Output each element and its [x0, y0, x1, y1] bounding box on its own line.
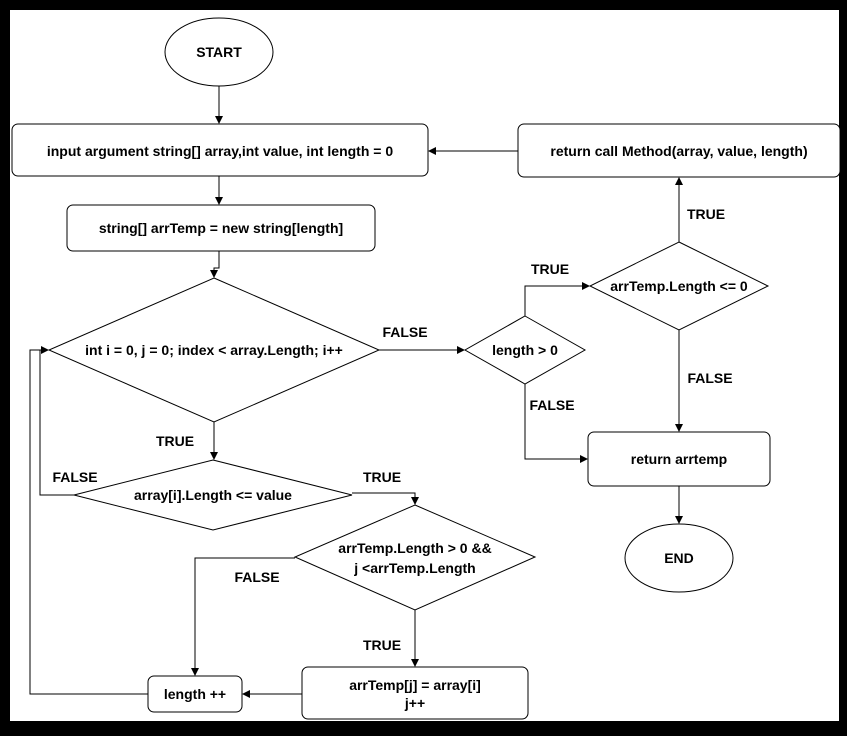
- edge-arrtemp-loop: [213, 251, 220, 271]
- edge-label-loop-false: FALSE: [382, 324, 427, 340]
- arrowhead: [428, 147, 436, 155]
- start-label: START: [196, 44, 242, 60]
- arrowhead: [210, 452, 218, 460]
- length-gt-zero-label: length > 0: [492, 342, 558, 358]
- arr-temp-label: string[] arrTemp = new string[length]: [99, 220, 343, 236]
- arrowhead: [675, 516, 683, 524]
- arrtemp-le-zero-label: arrTemp.Length <= 0: [610, 278, 748, 294]
- edge-label-length-false: FALSE: [529, 397, 574, 413]
- arrowhead: [215, 116, 223, 124]
- value-decision: [73, 459, 353, 531]
- edge-lengthgt0-arrtemple0: [524, 285, 583, 316]
- arrowhead: [675, 424, 683, 432]
- assign-label-line2: j++: [404, 695, 425, 711]
- edge-label-value-true: TRUE: [363, 469, 401, 485]
- arrowhead: [41, 346, 49, 354]
- return-arrtemp-label: return arrtemp: [631, 451, 727, 467]
- end-label: END: [664, 550, 694, 566]
- arrowhead: [457, 346, 465, 354]
- edge-arrdecision-lengthinc: [194, 557, 295, 669]
- arrowhead: [411, 659, 419, 667]
- arrowhead: [580, 455, 588, 463]
- arr-temp-node: [66, 204, 376, 252]
- edge-label-le0-true: TRUE: [687, 206, 725, 222]
- input-label: input argument string[] array,int value,…: [47, 143, 393, 159]
- edge-label-value-false: FALSE: [52, 469, 97, 485]
- edge-lengthgt0-returnarrtemp: [524, 384, 581, 460]
- arr-decision-label-line1: arrTemp.Length > 0 &&: [338, 540, 491, 556]
- arr-decision-label-line2: j <arrTemp.Length: [353, 560, 475, 576]
- assign-label-line1: arrTemp[j] = array[i]: [349, 677, 481, 693]
- edge-lengthinc-loop-back: [29, 349, 148, 695]
- arrowhead: [411, 497, 419, 505]
- edge-label-loop-true: TRUE: [156, 433, 194, 449]
- arrowhead: [191, 668, 199, 676]
- edge-label-le0-false: FALSE: [687, 370, 732, 386]
- return-call-label: return call Method(array, value, length): [550, 143, 807, 159]
- length-increment-label: length ++: [164, 686, 226, 702]
- arrowhead: [215, 197, 223, 205]
- arrowhead: [210, 270, 218, 278]
- value-decision-label: array[i].Length <= value: [134, 487, 292, 503]
- edge-label-arr-false: FALSE: [234, 569, 279, 585]
- edge-value-arrtemp-decision: [352, 492, 416, 498]
- loop-label: int i = 0, j = 0; index < array.Length; …: [85, 342, 343, 358]
- arrowhead: [582, 282, 590, 290]
- edge-label-length-true: TRUE: [531, 261, 569, 277]
- assign-node: [301, 666, 529, 720]
- edge-label-arr-true: TRUE: [363, 637, 401, 653]
- arrowhead: [242, 690, 250, 698]
- arrowhead: [675, 177, 683, 185]
- input-node: [11, 123, 429, 177]
